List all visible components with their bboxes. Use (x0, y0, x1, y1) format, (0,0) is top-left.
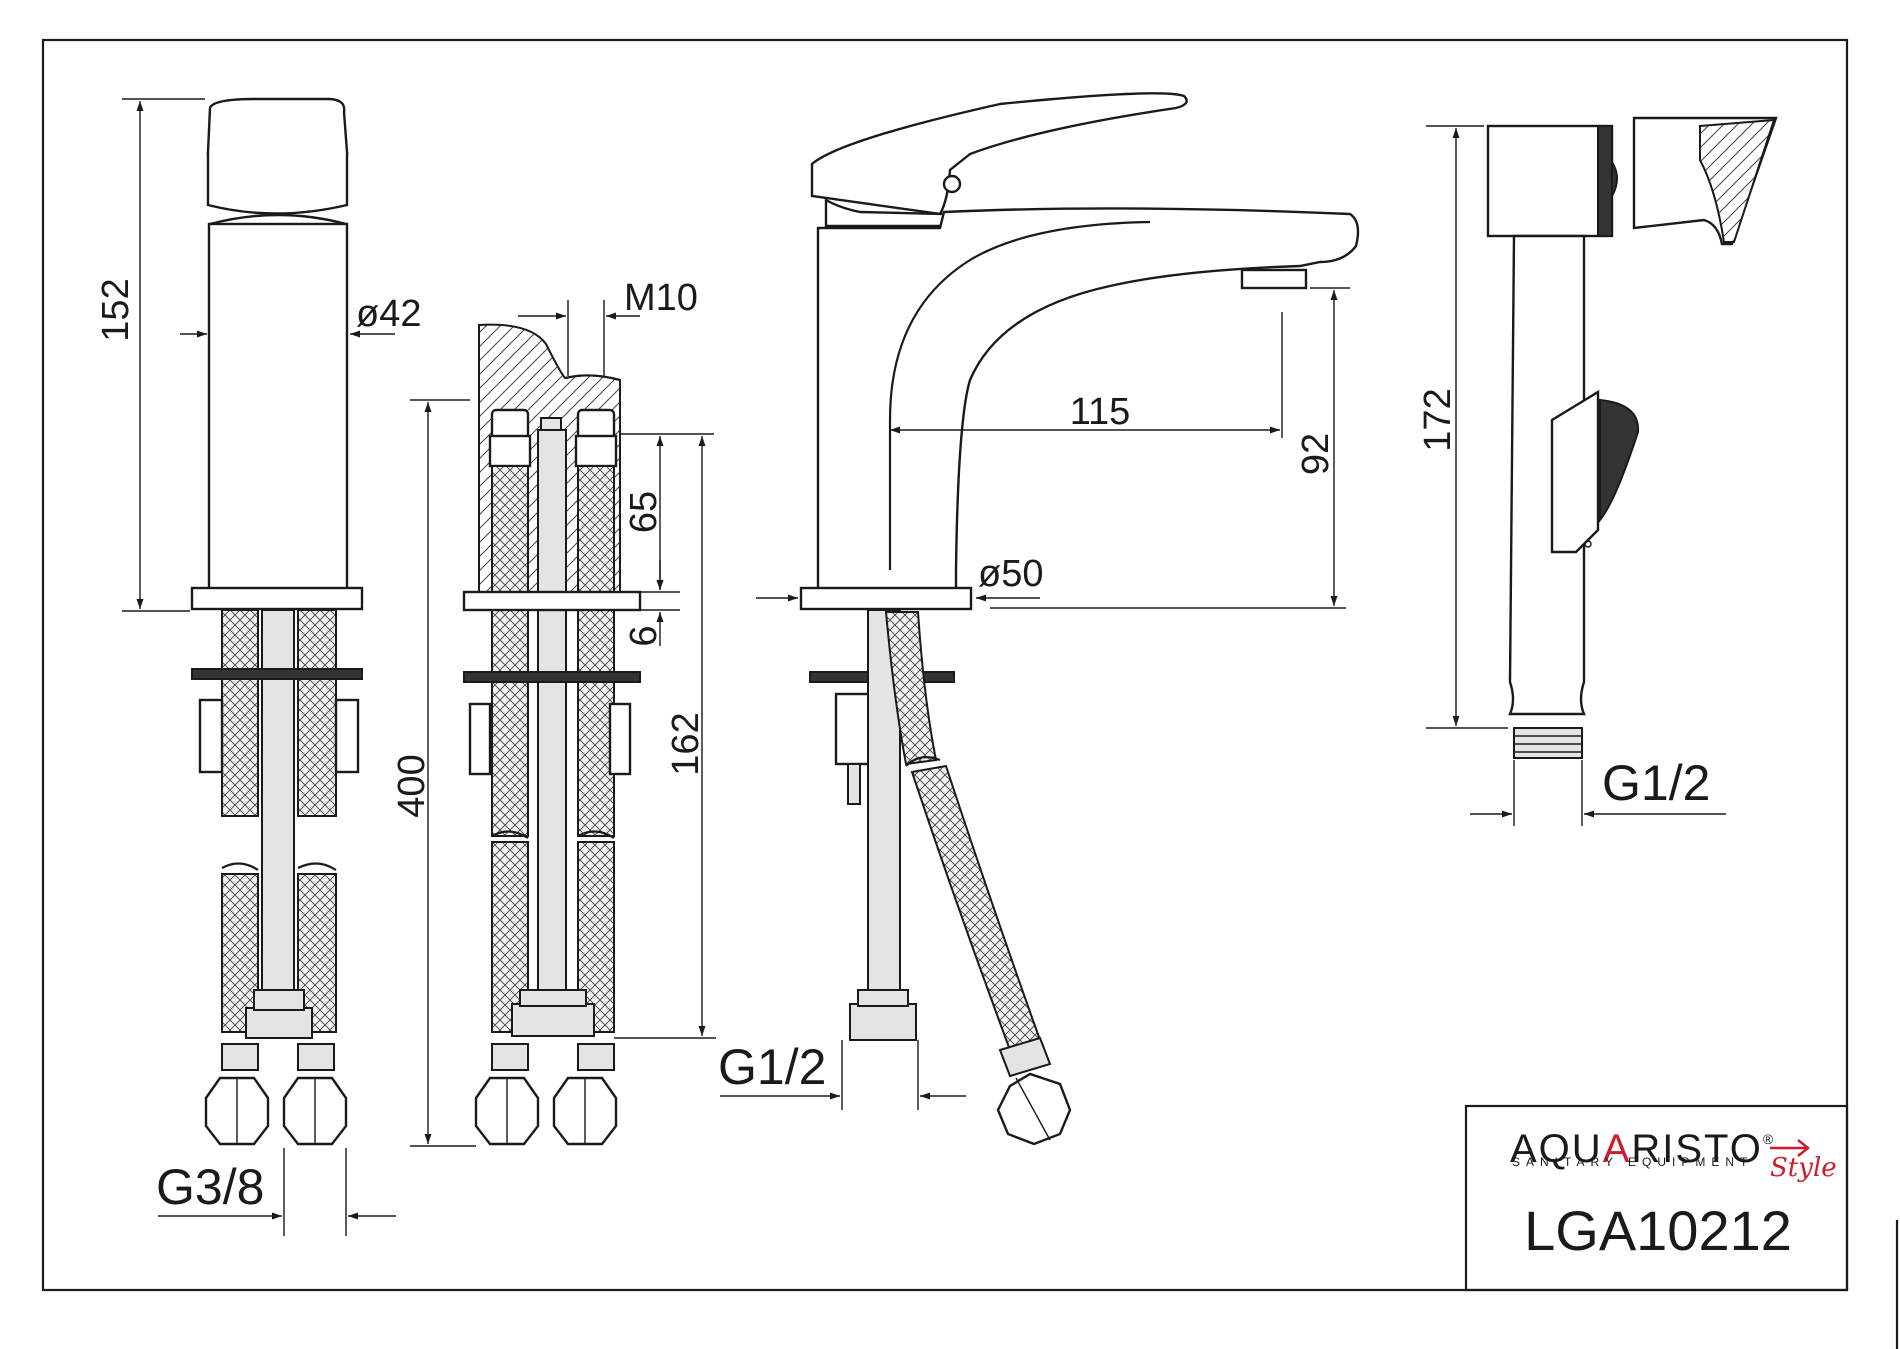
dim-body-diameter: ø42 (180, 293, 421, 338)
dim-172-label: 172 (1417, 388, 1459, 451)
dim-g12-shower-label: G1/2 (1602, 755, 1710, 811)
dim-400-label: 400 (391, 754, 433, 817)
hand-shower-view (1486, 116, 1778, 759)
drawing-frame (41, 38, 1849, 1292)
brand-tagline: SANITARY EQUIPMENT (1512, 1155, 1753, 1169)
dim-stud-exposed: 65 (620, 433, 714, 593)
dim-6-label: 6 (623, 625, 665, 646)
title-block: AQUARISTO® SANITARY EQUIPMENT Style LGA1… (1464, 1104, 1849, 1292)
dim-162-label: 162 (665, 712, 707, 775)
dim-hose-connection-left: G3/8 (156, 1148, 396, 1236)
section-view (462, 323, 642, 1146)
dim-115-label: 115 (1070, 391, 1131, 433)
brand-logo: AQUARISTO® (1510, 1127, 1775, 1171)
dim-92-label: 92 (1295, 433, 1337, 475)
dim-42-label: ø42 (356, 293, 421, 335)
dim-g38-label: G3/8 (156, 1159, 264, 1215)
dim-base-diameter: ø50 (756, 553, 1043, 602)
dim-inlet-connection: G1/2 (718, 1039, 966, 1110)
dim-50-label: ø50 (978, 553, 1043, 595)
dim-stud-thread: M10 (518, 277, 698, 376)
model-number: LGA10212 (1524, 1199, 1792, 1262)
side-view (799, 92, 1360, 1146)
dim-spout-reach: 115 (890, 312, 1283, 438)
dim-65-label: 65 (623, 491, 665, 533)
dim-shower-connection: G1/2 (1470, 755, 1726, 826)
front-view (190, 97, 364, 1146)
dim-overall-length: 400 (391, 399, 476, 1147)
dim-spout-height: 92 (990, 287, 1350, 609)
dim-g12-inlet-label: G1/2 (718, 1039, 826, 1095)
dim-gasket-thickness: 6 (623, 560, 680, 647)
dim-152-label: 152 (95, 278, 137, 341)
dim-hose-length: 162 (614, 436, 716, 1039)
dim-m10-label: M10 (624, 277, 698, 319)
logo-arrow-icon (1770, 1139, 1811, 1157)
dim-body-height: 152 (95, 98, 205, 612)
brand-script: Style (1770, 1153, 1837, 1183)
dim-shower-length: 172 (1417, 125, 1508, 729)
